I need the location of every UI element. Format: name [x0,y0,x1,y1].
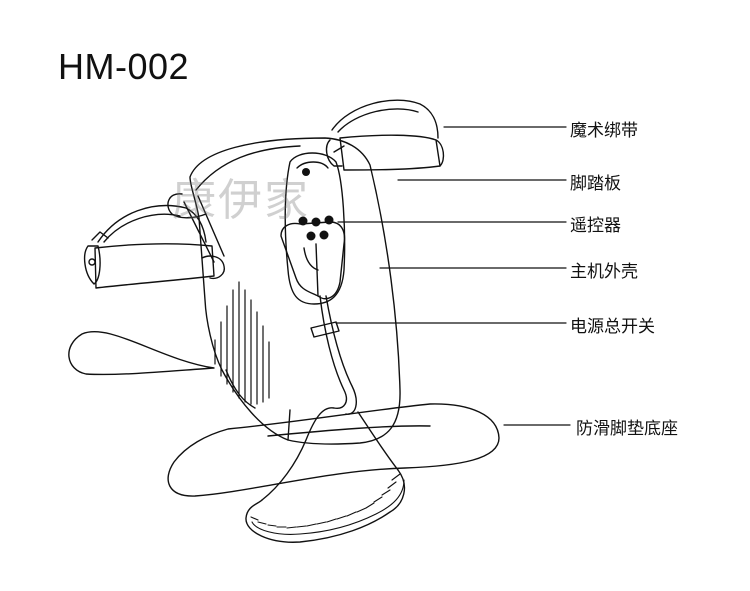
label-pedal: 脚踏板 [570,174,621,194]
remote-button-1 [298,216,308,226]
leader-lines [335,126,571,426]
remote-button-3 [324,215,334,225]
remote-button-4 [306,231,316,241]
label-remote: 遥控器 [570,216,621,236]
remote-buttons [298,168,334,241]
base-foot [167,403,500,497]
power-cord [245,295,406,543]
remote-button-5 [319,230,329,240]
remote-button-top [302,168,310,176]
coiled-cord [250,473,405,535]
power-switch [310,321,340,338]
remote-control [280,221,346,300]
label-power-switch: 电源总开关 [570,317,655,337]
label-housing: 主机外壳 [570,262,638,282]
main-housing [189,137,401,445]
left-pedal [83,193,225,289]
right-pedal [325,99,445,171]
model-title: HM-002 [58,46,190,87]
vent-slots [214,281,270,405]
label-base: 防滑脚垫底座 [576,419,678,439]
label-strap: 魔术绑带 [570,121,638,141]
remote-button-2 [311,217,321,227]
left-base-foot [68,331,215,376]
watermark-text: 康伊家 [172,175,310,226]
